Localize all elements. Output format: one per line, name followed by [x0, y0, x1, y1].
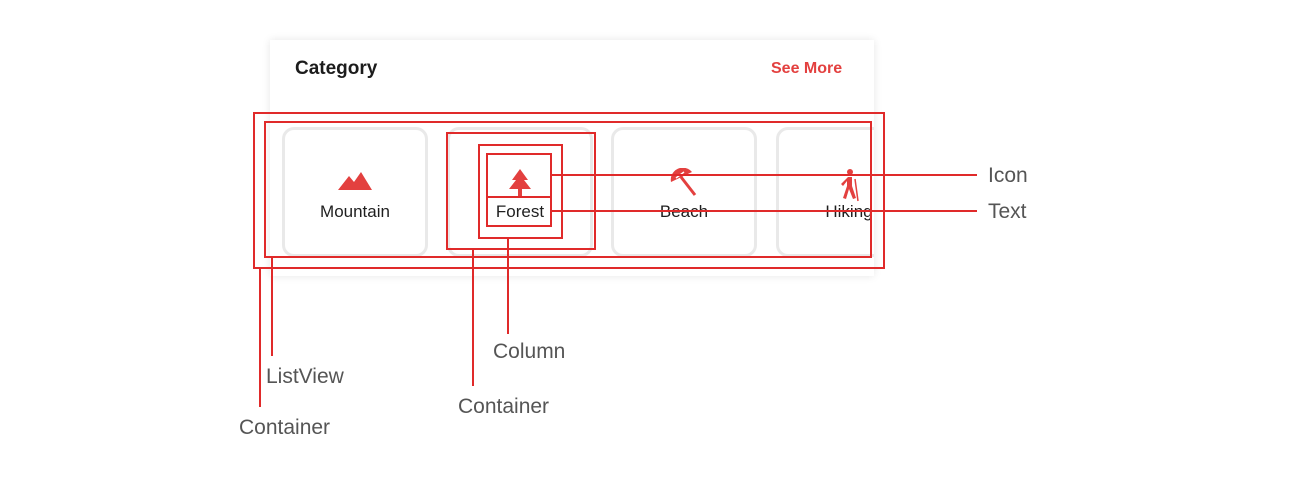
listview-box — [264, 121, 872, 258]
column-leader-line — [507, 238, 509, 334]
category-tile-hiking[interactable]: Hiking — [776, 127, 874, 257]
annotation-column-label: Column — [493, 340, 566, 363]
annotation-item-container-label: Container — [458, 395, 550, 418]
category-label: Forest — [495, 202, 545, 221]
annotation-icon-label: Icon — [988, 164, 1028, 187]
list-clip: Hiking — [776, 120, 874, 270]
annotation-text-label: Text — [988, 200, 1027, 223]
icon-leader-line — [552, 174, 977, 176]
item-container-leader-line — [472, 249, 474, 386]
outer-container-box — [253, 112, 885, 269]
column-box — [478, 144, 563, 239]
category-tile-mountain[interactable]: Mountain — [282, 127, 428, 257]
text-leader-line — [552, 210, 977, 212]
icon-box — [486, 153, 552, 198]
annotation-outer-container-label: Container — [239, 416, 331, 439]
category-tile-beach[interactable]: Beach — [611, 127, 757, 257]
outer-container-leader-line — [259, 268, 261, 407]
see-more-link[interactable]: See More — [771, 60, 843, 77]
listview-leader-line — [271, 257, 273, 356]
text-box — [486, 196, 552, 227]
hiking-person-icon — [779, 168, 874, 202]
item-container-box — [446, 132, 596, 250]
tree-icon — [450, 168, 590, 202]
mountain-icon — [285, 168, 425, 202]
category-tile-forest[interactable]: Forest — [447, 127, 593, 257]
annotation-listview-label: ListView — [266, 365, 344, 388]
section-title: Category — [295, 58, 378, 79]
category-label: Mountain — [320, 202, 390, 221]
